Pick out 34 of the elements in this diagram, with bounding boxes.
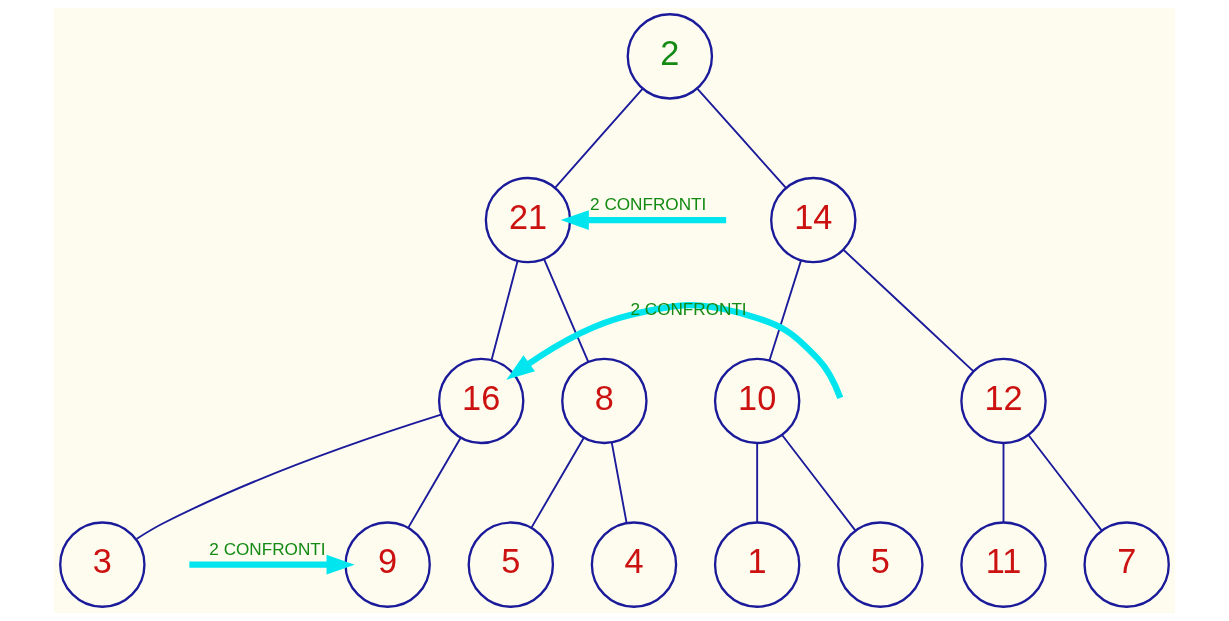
node-circle: 1 bbox=[713, 521, 801, 608]
connector bbox=[781, 434, 857, 532]
arrow bbox=[560, 210, 727, 230]
connector bbox=[756, 442, 759, 524]
connector bbox=[842, 248, 975, 373]
node-circle: 5 bbox=[837, 521, 924, 608]
node-circle: 16 bbox=[437, 357, 525, 445]
connector bbox=[554, 87, 644, 189]
node-circle: 5 bbox=[467, 521, 555, 608]
connector bbox=[530, 436, 585, 529]
connector bbox=[490, 260, 519, 361]
node-circle: 8 bbox=[561, 357, 648, 445]
node-circle: 21 bbox=[484, 176, 572, 264]
edge-label: 2 CONFRONTI bbox=[209, 538, 326, 559]
connector bbox=[610, 441, 628, 524]
node-circle: 3 bbox=[59, 521, 146, 608]
connector bbox=[543, 258, 590, 363]
connector bbox=[135, 413, 442, 540]
connector bbox=[407, 436, 462, 529]
arrow bbox=[506, 302, 844, 400]
node-circle: 10 bbox=[713, 357, 801, 445]
node-circle: 2 bbox=[626, 13, 714, 100]
connector bbox=[1002, 442, 1005, 524]
connector bbox=[768, 259, 802, 362]
arrow bbox=[189, 554, 355, 575]
node-circle: 11 bbox=[960, 521, 1047, 608]
node-circle: 7 bbox=[1083, 521, 1170, 608]
connector bbox=[1027, 434, 1103, 532]
edge-label: 2 CONFRONTI bbox=[590, 194, 707, 215]
node-circle: 14 bbox=[770, 176, 857, 264]
node-circle: 12 bbox=[960, 357, 1047, 445]
connector bbox=[696, 87, 787, 189]
node-circle: 9 bbox=[344, 521, 431, 608]
node-circle: 4 bbox=[590, 521, 678, 608]
